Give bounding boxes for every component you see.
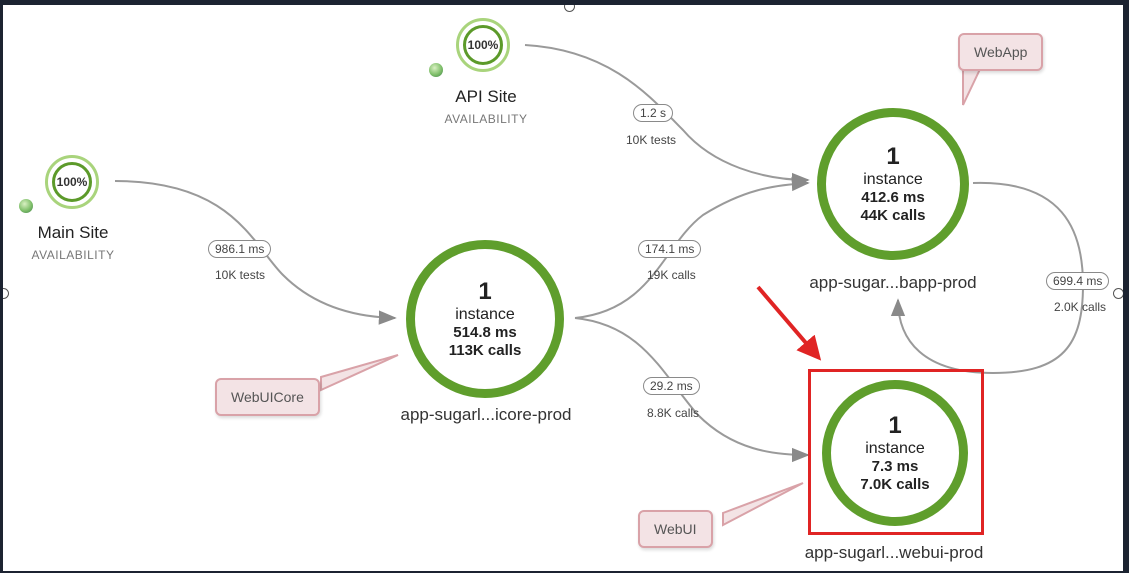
- edge-sub-core-to-webui: 8.8K calls: [647, 406, 700, 420]
- node-calls: 7.0K calls: [860, 475, 930, 493]
- edge-time-core-to-webapp[interactable]: 174.1 ms: [638, 240, 702, 258]
- site-name-api: API Site: [455, 87, 517, 106]
- callout-webuicore: WebUICore: [215, 378, 320, 416]
- availability-percent-api: 100%: [463, 25, 503, 65]
- site-sub-main: AVAILABILITY: [31, 248, 115, 262]
- node-name-webui[interactable]: app-sugarl...webui-prod: [804, 543, 984, 562]
- availability-ring-main[interactable]: 100%: [45, 155, 99, 209]
- node-duration: 514.8 ms: [453, 323, 517, 341]
- node-instance-label: instance: [455, 305, 515, 323]
- edge-sub-core-to-webapp: 19K calls: [647, 268, 696, 282]
- resize-handle-right[interactable]: [1113, 288, 1123, 299]
- availability-ring-api[interactable]: 100%: [456, 18, 510, 72]
- edge-main-to-core: [114, 180, 397, 325]
- node-duration: 412.6 ms: [861, 188, 925, 206]
- application-map: 100% Main Site AVAILABILITY 100% API Sit…: [3, 5, 1123, 571]
- edge-sub-api-to-webapp: 10K tests: [626, 133, 677, 147]
- node-webuicore[interactable]: 1 instance 514.8 ms 113K calls: [406, 240, 564, 398]
- node-instance-count: 1: [478, 277, 492, 305]
- node-instance-label: instance: [863, 170, 923, 188]
- edge-time-main-to-core[interactable]: 986.1 ms: [208, 240, 272, 258]
- edge-time-webapp-to-webui[interactable]: 699.4 ms: [1046, 272, 1110, 290]
- edge-sub-main-to-core: 10K tests: [215, 268, 266, 282]
- node-instance-count: 1: [888, 411, 902, 439]
- site-sub-api: AVAILABILITY: [444, 112, 528, 126]
- callout-pointer-webuicore: [320, 354, 399, 392]
- availability-percent-main: 100%: [52, 162, 92, 202]
- site-name-main: Main Site: [37, 223, 109, 242]
- callout-webapp: WebApp: [958, 33, 1044, 71]
- availability-globe-icon: [429, 63, 443, 77]
- edge-sub-webapp-to-webui: 2.0K calls: [1054, 300, 1107, 314]
- callout-pointer-webapp: [962, 66, 983, 106]
- edge-layer: [114, 44, 1085, 527]
- resize-handle-top[interactable]: [564, 5, 575, 12]
- edge-core-to-webapp: [574, 176, 810, 319]
- edge-time-core-to-webui[interactable]: 29.2 ms: [643, 377, 700, 395]
- callout-pointer-webui: [722, 482, 804, 527]
- node-instance-count: 1: [886, 142, 900, 170]
- node-calls: 44K calls: [860, 206, 926, 224]
- node-webui[interactable]: 1 instance 7.3 ms 7.0K calls: [822, 380, 968, 526]
- red-arrow: [756, 285, 822, 361]
- node-calls: 113K calls: [448, 341, 522, 359]
- edge-api-to-webapp: [524, 44, 810, 188]
- node-duration: 7.3 ms: [871, 457, 919, 475]
- highlight-box-webui: [808, 369, 984, 535]
- node-name-webapp[interactable]: app-sugar...bapp-prod: [809, 273, 977, 292]
- node-instance-label: instance: [865, 439, 925, 457]
- callout-webui: WebUI: [638, 510, 713, 548]
- edge-webapp-to-webui: [890, 181, 1085, 375]
- node-name-webuicore[interactable]: app-sugarl...icore-prod: [400, 405, 572, 424]
- availability-globe-icon: [19, 199, 33, 213]
- edge-core-to-webui: [574, 317, 810, 463]
- node-webapp[interactable]: 1 instance 412.6 ms 44K calls: [817, 108, 969, 260]
- edge-time-api-to-webapp[interactable]: 1.2 s: [633, 104, 674, 122]
